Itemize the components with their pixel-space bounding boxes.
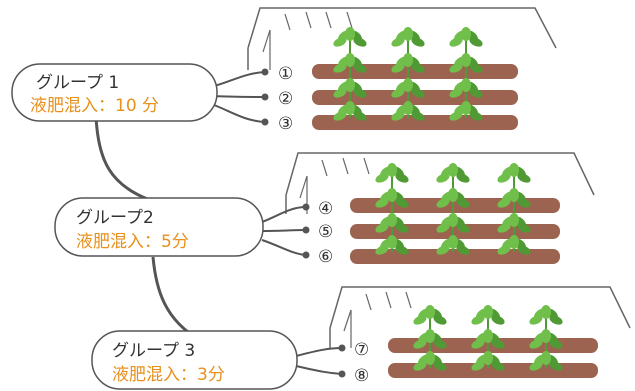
leaf [448, 163, 458, 177]
leaf [387, 163, 397, 177]
leaf [387, 235, 397, 249]
leaf [345, 53, 355, 67]
lines-group-1 [213, 68, 269, 126]
leaf [425, 305, 435, 319]
lines-group-2 [261, 203, 310, 259]
leaf [403, 27, 413, 41]
leaf [345, 101, 355, 115]
leaf [509, 188, 519, 202]
line-number: ⑥ [318, 247, 333, 267]
group-box-2: グループ2 液肥混入：5分 [54, 197, 264, 257]
plant-leaves [333, 27, 563, 371]
lines-group-3 [295, 344, 346, 378]
group-title: グループ 3 [112, 341, 195, 361]
leaf [541, 305, 551, 319]
leaf [509, 235, 519, 249]
leaf [448, 188, 458, 202]
line-number: ① [278, 64, 293, 84]
line-number: ⑤ [318, 222, 333, 242]
line-number: ⑦ [354, 340, 369, 360]
leaf [345, 27, 355, 41]
leaf [509, 163, 519, 177]
group-title: グループ2 [76, 208, 154, 228]
group-box-3: グループ 3 液肥混入：3分 [91, 330, 298, 390]
leaf [425, 351, 435, 365]
leaf [541, 329, 551, 343]
line-number: ⑧ [354, 366, 369, 386]
group-box-1: グループ 1 液肥混入：10 分 [11, 63, 218, 122]
leaf [403, 53, 413, 67]
leaf [483, 329, 493, 343]
leaf [483, 305, 493, 319]
group-connector-2-3 [151, 256, 201, 342]
leaf [461, 78, 471, 92]
group-detail: 液肥混入：5分 [76, 232, 189, 252]
leaf [461, 27, 471, 41]
line-number: ③ [278, 114, 293, 134]
group-connector-1-2 [94, 115, 151, 202]
leaf [448, 235, 458, 249]
group-detail: 液肥混入：10 分 [30, 96, 159, 116]
leaf [509, 213, 519, 227]
leaf [448, 213, 458, 227]
leaf [541, 351, 551, 365]
group-title: グループ 1 [36, 73, 119, 93]
line-number: ④ [318, 199, 333, 219]
leaf [345, 78, 355, 92]
leaf [461, 53, 471, 67]
line-number: ② [278, 89, 293, 109]
leaf [403, 101, 413, 115]
leaf [387, 188, 397, 202]
leaf [403, 78, 413, 92]
leaf [425, 329, 435, 343]
leaf [387, 213, 397, 227]
leaf [461, 101, 471, 115]
leaf [483, 351, 493, 365]
group-detail: 液肥混入：3分 [112, 365, 225, 385]
